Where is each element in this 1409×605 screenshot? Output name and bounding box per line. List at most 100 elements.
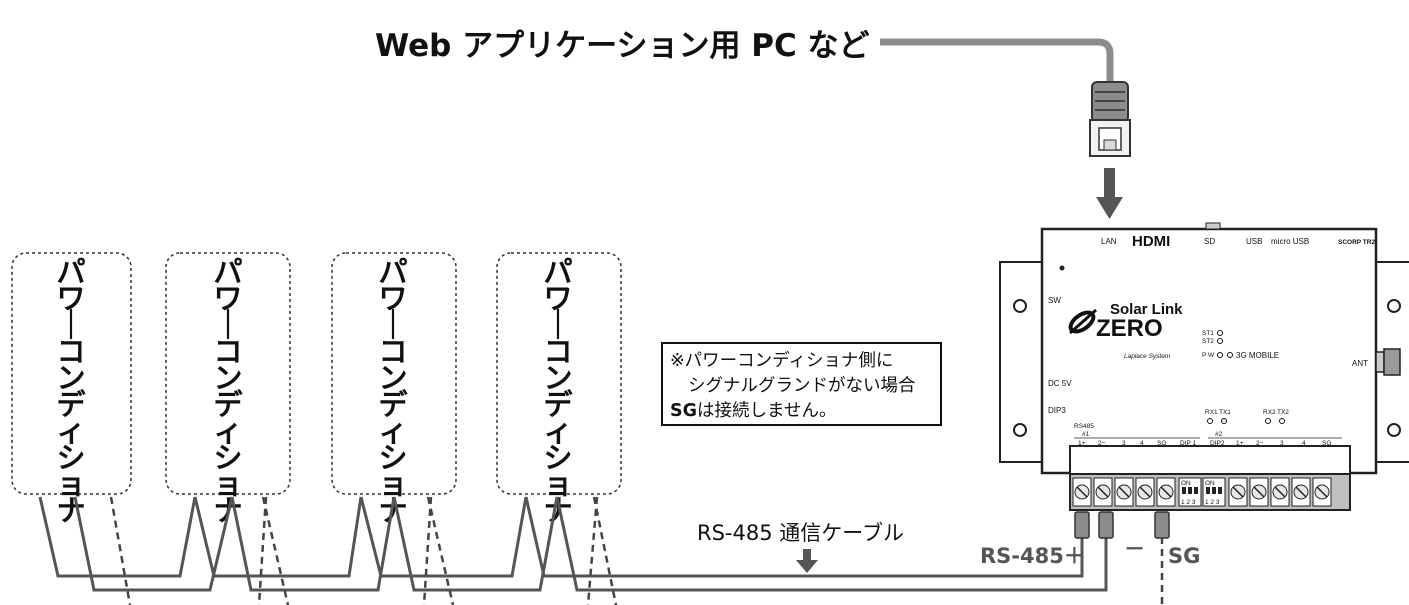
dip-switch-1 xyxy=(1178,477,1202,507)
led-rx1-label: RX1 xyxy=(1205,409,1218,416)
page-title: Web アプリケーション用 PC など xyxy=(375,28,870,64)
logo-icon xyxy=(1068,308,1097,335)
port-hdmi: HDMI xyxy=(1132,233,1170,250)
led-icon xyxy=(1217,338,1223,344)
terminal-pin-labels: 1+ 2− 3 4 SG DIP 1 DIP2 1+ 2− 3 4 SG xyxy=(1078,440,1331,447)
dip1-on: ON xyxy=(1181,480,1191,487)
inverter-2 xyxy=(165,252,291,495)
inverter-label-char: コ xyxy=(213,335,242,369)
pin-label: 4 xyxy=(1140,440,1144,447)
terminal-group-1-sub: #1 xyxy=(1082,431,1090,438)
inverter-4 xyxy=(496,252,622,495)
wire-label-plus: RS-485＋ xyxy=(980,544,1085,568)
inverter-label-char: シ xyxy=(378,441,407,475)
label-ant: ANT xyxy=(1352,359,1368,368)
inverter-label-char: ィ xyxy=(213,414,242,448)
note-line-3-rest: は接続しません。 xyxy=(697,401,836,421)
model-name: SCORP TR2 xyxy=(1338,239,1375,246)
led-icon xyxy=(1221,418,1227,424)
note-line-3: SGは接続しません。 xyxy=(670,401,836,421)
led-rx2-label: RX2 xyxy=(1263,409,1276,416)
led-icon xyxy=(1217,352,1223,358)
note-box xyxy=(661,342,942,426)
inverter-label-char: シ xyxy=(56,441,85,475)
inverter-label-char: ィ xyxy=(543,414,572,448)
port-micro-usb: micro USB xyxy=(1271,237,1309,246)
inverter-label-char: パ xyxy=(56,255,85,289)
pin-label: 3 xyxy=(1122,440,1126,447)
label-dip3: DIP3 xyxy=(1048,406,1066,415)
inverter-label-char: デ xyxy=(213,388,243,422)
wire-sg xyxy=(109,496,1164,605)
pin-label: DIP2 xyxy=(1210,440,1225,447)
inverter-label-char: ｜ xyxy=(378,308,407,342)
inverter-label-char: ｜ xyxy=(543,308,572,342)
inverter-label-char: ン xyxy=(56,361,85,395)
mount-hole-icon xyxy=(1013,299,1027,313)
port-lan: LAN xyxy=(1101,237,1117,246)
inverter-label-char: ワ xyxy=(213,282,242,316)
label-sw: SW xyxy=(1048,296,1061,305)
inverter-label-char: ン xyxy=(543,361,572,395)
inverter-label-char: ィ xyxy=(56,414,85,448)
terminal-screws-group-2 xyxy=(1228,477,1332,507)
inverter-label-1: パワ｜コンディショナ xyxy=(56,255,86,528)
pin-label: SG xyxy=(1322,440,1331,447)
inverter-label-char: デ xyxy=(543,388,573,422)
inverter-label-char: シ xyxy=(213,441,242,475)
inverter-label-char: パ xyxy=(213,255,242,289)
wire-plus xyxy=(38,496,1084,578)
led-icon xyxy=(1207,418,1213,424)
brand-line-1: Solar Link xyxy=(1110,301,1183,318)
dip-switch-2 xyxy=(1202,477,1226,507)
port-usb: USB xyxy=(1246,237,1262,246)
led-icon xyxy=(1217,330,1223,336)
port-sd: SD xyxy=(1204,237,1215,246)
solar-link-zero-device xyxy=(999,222,1409,511)
terminal-group-2-sub: #2 xyxy=(1215,431,1223,438)
led-icon xyxy=(1265,418,1271,424)
maker-name: Laplace System xyxy=(1124,353,1171,360)
pin-label: 2− xyxy=(1256,440,1264,447)
pin-label: 4 xyxy=(1302,440,1306,447)
inverter-label-char: シ xyxy=(543,441,572,475)
dip1-nums: 1 2 3 xyxy=(1181,499,1196,506)
pin-label: 3 xyxy=(1280,440,1284,447)
inverter-label-char: ィ xyxy=(378,414,407,448)
led-st2-label: ST2 xyxy=(1202,338,1214,345)
inverter-label-char: パ xyxy=(543,255,572,289)
inverter-label-3: パワ｜コンディショナ xyxy=(378,255,408,528)
led-tx2-label: TX2 xyxy=(1277,409,1289,416)
inverter-label-char: ン xyxy=(378,361,407,395)
led-icon xyxy=(1227,352,1233,358)
inverter-label-2: パワ｜コンディショナ xyxy=(213,255,243,528)
inverter-label-char: ｜ xyxy=(213,308,242,342)
inverter-label-char: ワ xyxy=(56,282,85,316)
pin-label: 1+ xyxy=(1236,440,1244,447)
pin-label: 2− xyxy=(1098,440,1106,447)
lan-cable xyxy=(880,38,1114,92)
wire-minus xyxy=(73,496,1108,592)
inverter-label-char: コ xyxy=(56,335,85,369)
label-dc: DC 5V xyxy=(1048,379,1072,388)
inverter-label-char: ョ xyxy=(56,467,85,501)
dip2-on: ON xyxy=(1205,480,1215,487)
wire-ferrules xyxy=(1074,511,1170,539)
inverter-label-4: パワ｜コンディショナ xyxy=(543,255,573,528)
inverter-label-char: ワ xyxy=(543,282,572,316)
wire-label-minus: － xyxy=(1124,537,1145,561)
inverter-label-char: ョ xyxy=(378,467,407,501)
dip2-nums: 1 2 3 xyxy=(1205,499,1220,506)
cable-arrow-icon xyxy=(796,549,818,573)
note-line-2: シグナルグランドがない場合 xyxy=(688,376,916,396)
pin-label: DIP 1 xyxy=(1180,440,1197,447)
terminal-group-1-title: RS485 xyxy=(1074,423,1094,430)
lan-connector-icon xyxy=(1089,81,1131,157)
inverter-label-char: ョ xyxy=(213,467,242,501)
note-line-1: ※パワーコンディショナ側に xyxy=(670,350,893,371)
inverter-label-char: ワ xyxy=(378,282,407,316)
mount-hole-icon xyxy=(1387,423,1401,437)
led-pw-label: P W xyxy=(1202,352,1215,359)
cable-label: RS-485 通信ケーブル xyxy=(697,521,904,545)
